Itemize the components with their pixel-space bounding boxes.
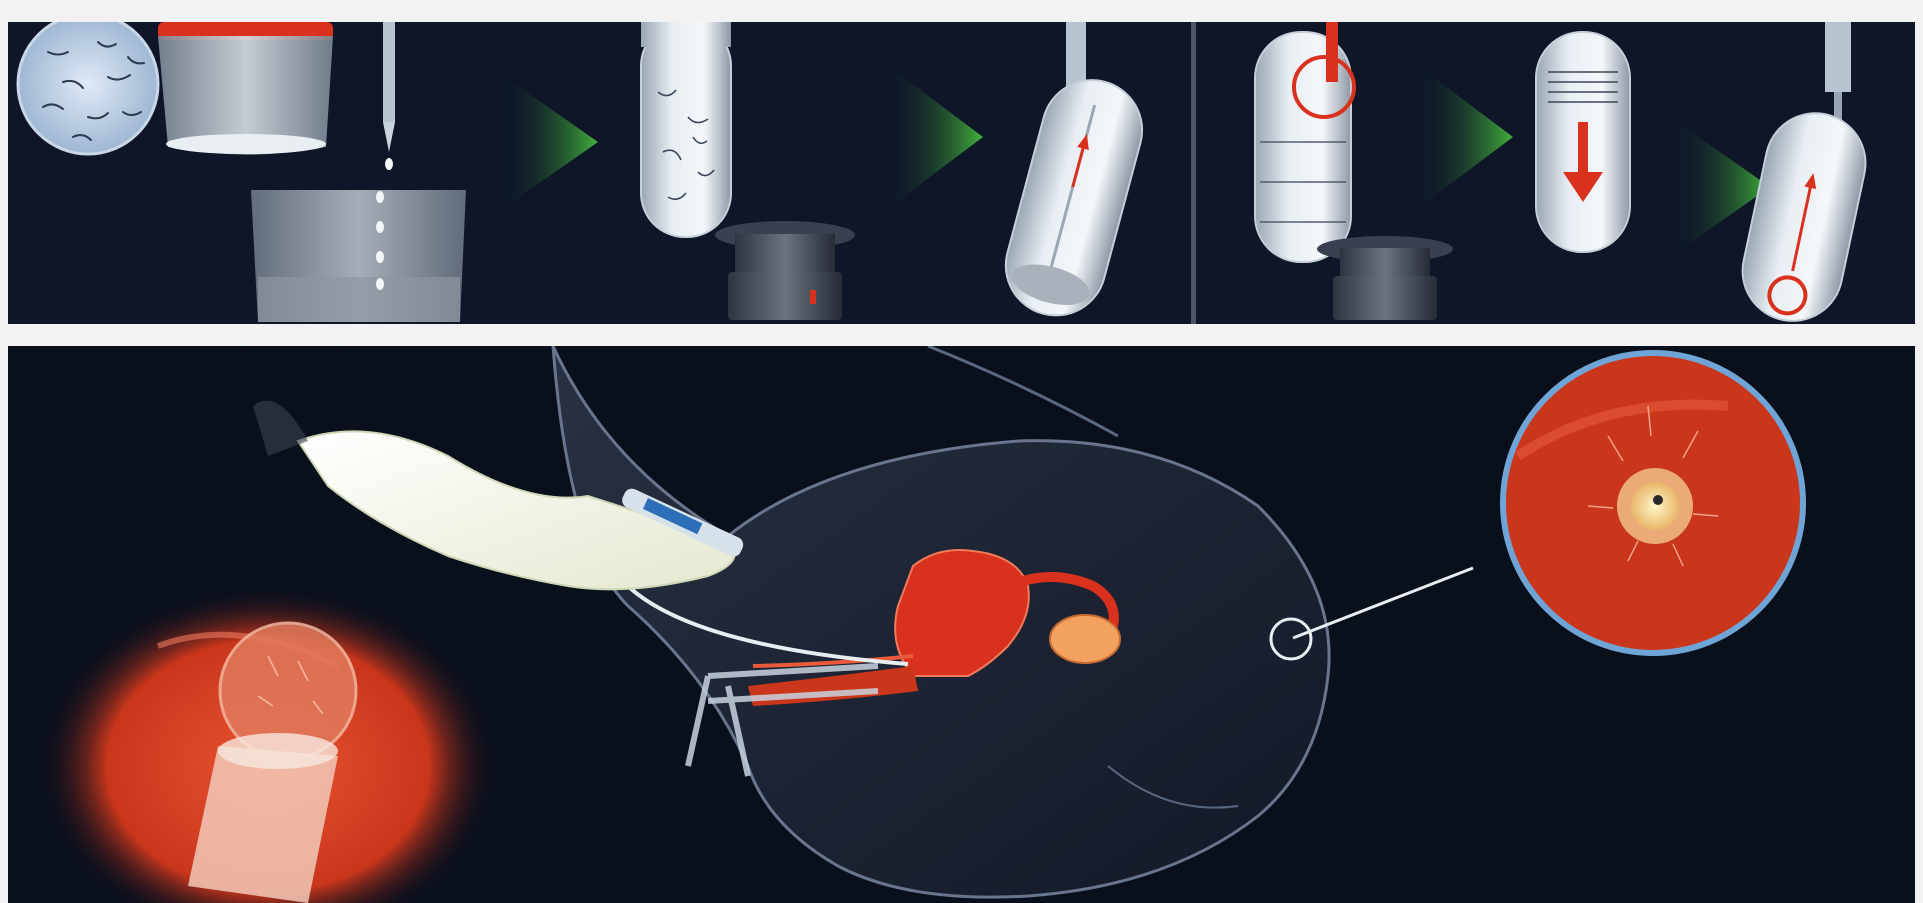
settling-tube-icon: [1536, 32, 1630, 252]
green-arrow: [1413, 62, 1513, 212]
magnified-egg: [1503, 353, 1803, 653]
pellet-tube-icon: [1733, 22, 1874, 324]
green-arrow: [883, 62, 983, 212]
bottom-scene-svg: [8, 346, 1915, 903]
green-arrow: [498, 72, 598, 212]
top-strip-svg: [8, 22, 1915, 324]
panel-divider: [1191, 22, 1196, 324]
magnified-catheter-tip: [38, 586, 498, 903]
bottom-scene: [8, 346, 1915, 903]
tilted-tube-pipette-icon: [995, 22, 1154, 324]
top-strip: [8, 22, 1915, 324]
gloved-hand-syringe: [238, 346, 746, 589]
semen-collection-icon: [18, 22, 466, 322]
centrifuge-tube-icon: [641, 22, 855, 320]
